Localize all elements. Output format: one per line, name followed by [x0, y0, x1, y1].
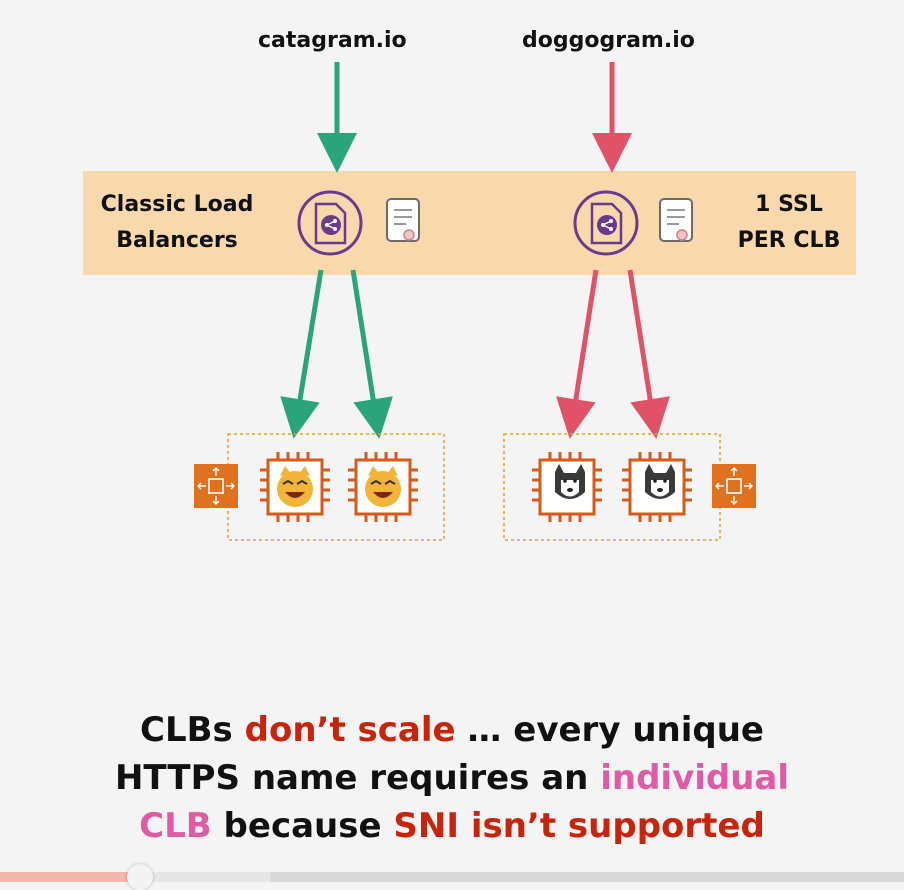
band-left-label-line2: Balancers [116, 228, 238, 253]
arrow-clb-to-dog-instance-1 [556, 269, 599, 439]
load-balancer-icon-doggogram [573, 190, 639, 256]
caption-line1-part-c: … every unique [455, 710, 764, 750]
ec2-instance-cat-2 [348, 452, 418, 522]
arrow-clb-to-cat-instance-1 [280, 269, 324, 439]
classic-load-balancers-band [83, 171, 856, 275]
caption-line-3: CLB because SNI isn’t supported [0, 806, 904, 846]
cat-target-group [227, 433, 445, 541]
load-balancer-icon-catagram [297, 190, 363, 256]
video-buffer-bar [150, 872, 270, 882]
arrow-clb-to-dog-instance-2 [627, 269, 670, 439]
domain-label-doggogram: doggogram.io [522, 28, 695, 53]
arrow-clb-to-cat-instance-2 [350, 269, 393, 439]
auto-scaling-icon-cat [194, 464, 238, 508]
caption-line3-part-a: CLB [139, 806, 212, 846]
ssl-certificate-icon-doggogram [659, 198, 693, 242]
video-played-bar [0, 872, 141, 882]
caption-line-1: CLBs don’t scale … every unique [0, 710, 904, 750]
auto-scaling-icon-dog [712, 464, 756, 508]
domain-label-catagram: catagram.io [258, 28, 407, 53]
band-right-label: 1 SSL PER CLB [720, 187, 858, 259]
caption-line-2: HTTPS name requires an individual [0, 758, 904, 798]
video-progress-bar[interactable] [0, 864, 904, 890]
caption-line2-part-b: individual [600, 758, 790, 798]
ec2-instance-cat-1 [260, 452, 330, 522]
caption-line3-part-c: SNI isn’t supported [393, 806, 765, 846]
band-left-label-line1: Classic Load [100, 192, 254, 217]
band-right-label-line1: 1 SSL [755, 192, 823, 217]
band-left-label: Classic Load Balancers [96, 187, 258, 259]
video-scrubber-handle[interactable] [127, 864, 154, 890]
dog-target-group [503, 433, 721, 541]
caption-line1-part-b: don’t scale [244, 710, 456, 750]
band-right-label-line2: PER CLB [737, 228, 841, 253]
ec2-instance-dog-2 [622, 452, 692, 522]
ssl-certificate-icon-catagram [386, 198, 420, 242]
caption-line3-part-b: because [211, 806, 394, 846]
ec2-instance-dog-1 [532, 452, 602, 522]
caption-line2-part-a: HTTPS name requires an [114, 758, 601, 798]
caption-line1-part-a: CLBs [140, 710, 245, 750]
